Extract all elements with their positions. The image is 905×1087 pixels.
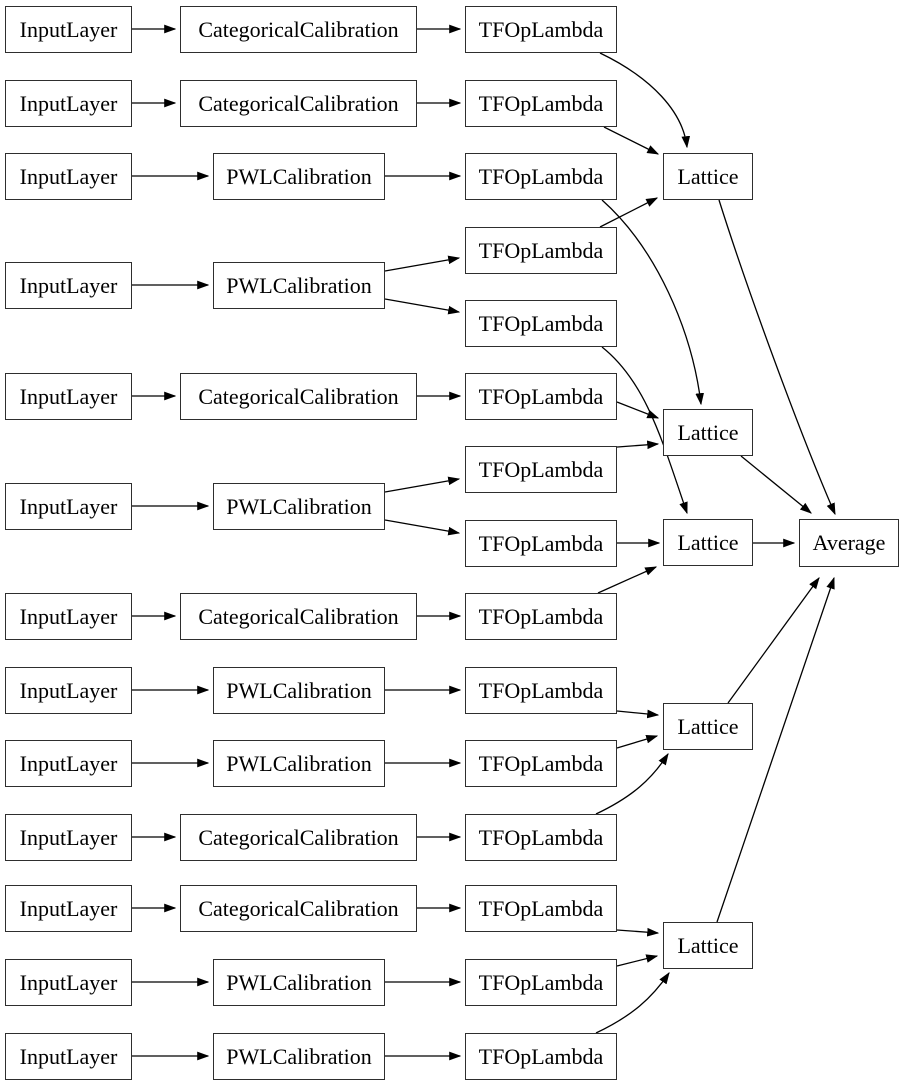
categorical-calibration-11: CategoricalCalibration xyxy=(180,885,417,932)
categorical-calibration-5: CategoricalCalibration xyxy=(180,373,417,420)
edge-pwl-calibration-6-to-tfop-lambda-7 xyxy=(384,476,461,493)
lattice-5: Lattice xyxy=(663,922,753,969)
edge-tfop-lambda-12-to-lattice-4 xyxy=(595,752,669,815)
edge-lattice-2-to-average xyxy=(740,455,812,514)
tfop-lambda-15: TFOpLambda xyxy=(465,1033,617,1080)
pwl-calibration-8: PWLCalibration xyxy=(213,667,385,714)
tfop-lambda-4: TFOpLambda xyxy=(465,227,617,274)
tfop-lambda-9: TFOpLambda xyxy=(465,593,617,640)
edge-pwl-calibration-4-to-tfop-lambda-5 xyxy=(384,298,461,315)
input-layer-8: InputLayer xyxy=(5,667,132,714)
edge-pwl-calibration-6-to-tfop-lambda-8 xyxy=(384,519,461,536)
tfop-lambda-12: TFOpLambda xyxy=(465,814,617,861)
tfop-lambda-8: TFOpLambda xyxy=(465,520,617,567)
input-layer-9: InputLayer xyxy=(5,740,132,787)
edge-tfop-lambda-2-to-lattice-1 xyxy=(603,126,660,155)
edge-tfop-lambda-9-to-lattice-3 xyxy=(597,566,658,594)
tfop-lambda-13: TFOpLambda xyxy=(465,885,617,932)
lattice-2: Lattice xyxy=(663,409,753,456)
pwl-calibration-12: PWLCalibration xyxy=(213,959,385,1006)
tfop-lambda-1: TFOpLambda xyxy=(465,6,617,53)
tfop-lambda-3: TFOpLambda xyxy=(465,153,617,200)
pwl-calibration-3: PWLCalibration xyxy=(213,153,385,200)
lattice-4: Lattice xyxy=(663,703,753,750)
edge-tfop-lambda-13-to-lattice-5 xyxy=(616,927,660,937)
categorical-calibration-1: CategoricalCalibration xyxy=(180,6,417,53)
input-layer-4: InputLayer xyxy=(5,262,132,309)
edge-tfop-lambda-5-to-lattice-3 xyxy=(601,346,688,515)
categorical-calibration-2: CategoricalCalibration xyxy=(180,80,417,127)
pwl-calibration-6: PWLCalibration xyxy=(213,483,385,530)
pwl-calibration-9: PWLCalibration xyxy=(213,740,385,787)
edge-tfop-lambda-3-to-lattice-2 xyxy=(601,199,704,406)
tfop-lambda-11: TFOpLambda xyxy=(465,740,617,787)
tfop-lambda-14: TFOpLambda xyxy=(465,959,617,1006)
edge-pwl-calibration-4-to-tfop-lambda-4 xyxy=(384,255,461,272)
input-layer-2: InputLayer xyxy=(5,80,132,127)
tfop-lambda-5: TFOpLambda xyxy=(465,300,617,347)
input-layer-6: InputLayer xyxy=(5,483,132,530)
tfop-lambda-6: TFOpLambda xyxy=(465,373,617,420)
edge-tfop-lambda-10-to-lattice-4 xyxy=(616,709,660,719)
input-layer-1: InputLayer xyxy=(5,6,132,53)
tfop-lambda-2: TFOpLambda xyxy=(465,80,617,127)
edge-tfop-lambda-14-to-lattice-5 xyxy=(616,954,659,967)
input-layer-5: InputLayer xyxy=(5,373,132,420)
edge-tfop-lambda-11-to-lattice-4 xyxy=(616,734,659,749)
edge-lattice-4-to-average xyxy=(727,577,820,704)
categorical-calibration-10: CategoricalCalibration xyxy=(180,814,417,861)
lattice-3: Lattice xyxy=(663,519,753,566)
tfop-lambda-7: TFOpLambda xyxy=(465,446,617,493)
edge-tfop-lambda-15-to-lattice-5 xyxy=(595,972,670,1034)
input-layer-7: InputLayer xyxy=(5,593,132,640)
lattice-1: Lattice xyxy=(663,153,753,200)
pwl-calibration-4: PWLCalibration xyxy=(213,262,385,309)
edge-lattice-5-to-average xyxy=(716,576,835,923)
edge-tfop-lambda-4-to-lattice-1 xyxy=(599,197,659,228)
categorical-calibration-7: CategoricalCalibration xyxy=(180,593,417,640)
input-layer-11: InputLayer xyxy=(5,885,132,932)
average: Average xyxy=(799,519,899,567)
pwl-calibration-13: PWLCalibration xyxy=(213,1033,385,1080)
input-layer-10: InputLayer xyxy=(5,814,132,861)
input-layer-12: InputLayer xyxy=(5,959,132,1006)
input-layer-13: InputLayer xyxy=(5,1033,132,1080)
input-layer-3: InputLayer xyxy=(5,153,132,200)
edge-lattice-1-to-average xyxy=(718,199,836,516)
edge-tfop-lambda-1-to-lattice-1 xyxy=(599,52,691,149)
tfop-lambda-10: TFOpLambda xyxy=(465,667,617,714)
